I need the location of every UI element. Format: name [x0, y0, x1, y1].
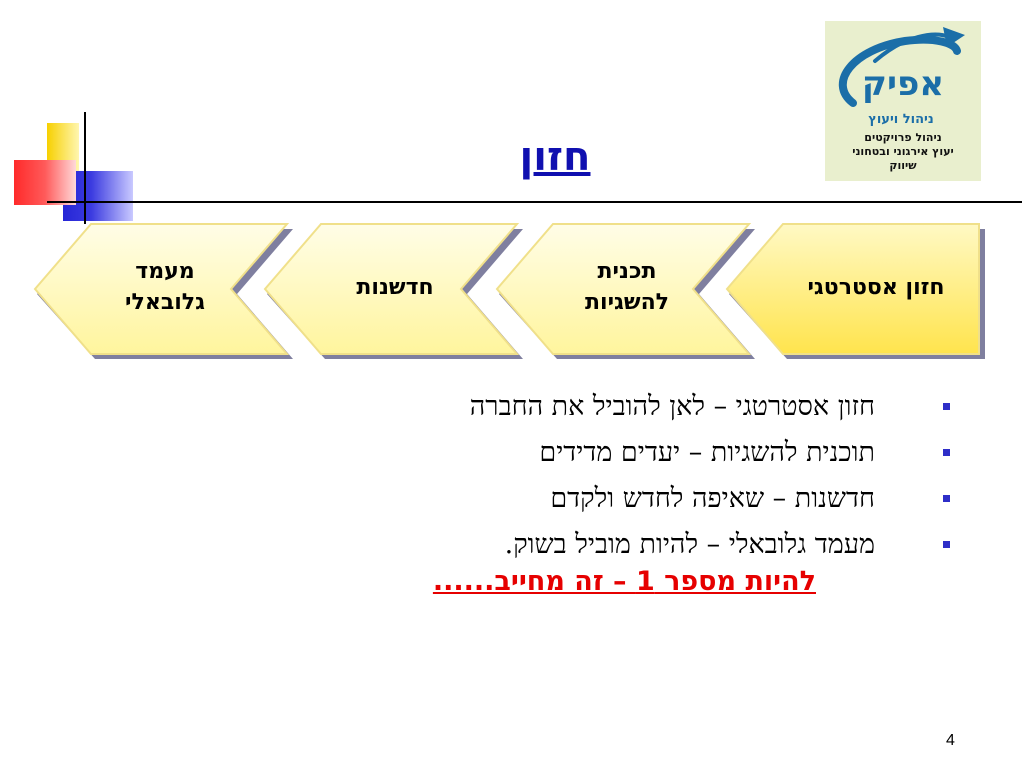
process-step-label: מעמד גלובאלי — [125, 259, 205, 315]
logo-line: ניהול פרויקטים — [864, 131, 942, 144]
decorative-vertical-line — [84, 112, 86, 224]
process-step-global-position: מעמד גלובאלי — [33, 222, 295, 362]
process-step-innovation: חדשנות — [263, 222, 525, 362]
bullet-square-icon — [943, 495, 950, 502]
bullet-text: חדשנות – שאיפה לחדש ולקדם — [550, 483, 875, 514]
process-step-label: חזון אסטרטגי — [807, 274, 945, 300]
title-underline-rule — [47, 201, 1022, 203]
logo-swoosh-icon — [838, 27, 965, 107]
bullet-square-icon — [943, 449, 950, 456]
bullet-text: מעמד גלובאלי – להיות מוביל בשוק. — [504, 529, 875, 560]
logo-name: אפיק — [861, 64, 945, 104]
process-step-label: תכנית להשגיות — [585, 259, 669, 315]
logo-line: יעוץ אירגוני ובטחוני — [852, 145, 954, 158]
process-step-achievement-plan: תכנית להשגיות — [495, 222, 757, 362]
page-number: 4 — [946, 732, 955, 749]
list-item: חזון אסטרטגי – לאן להוביל את החברה — [300, 384, 950, 430]
bullet-square-icon — [943, 541, 950, 548]
list-item: תוכנית להשגיות – יעדים מדידים — [300, 430, 950, 476]
decorative-red-square — [14, 160, 76, 205]
list-item: מעמד גלובאלי – להיות מוביל בשוק. — [300, 522, 950, 568]
bullet-list: חזון אסטרטגי – לאן להוביל את החברה תוכני… — [300, 384, 950, 568]
bullet-text: תוכנית להשגיות – יעדים מדידים — [539, 437, 875, 468]
company-logo: אפיק ניהול ויעוץ ניהול פרויקטים יעוץ איר… — [825, 21, 981, 181]
list-item: חדשנות – שאיפה לחדש ולקדם — [300, 476, 950, 522]
slide-title: חזון — [519, 134, 591, 180]
logo-line: שיווק — [889, 159, 917, 172]
bullet-text: חזון אסטרטגי – לאן להוביל את החברה — [469, 391, 875, 422]
bullet-square-icon — [943, 403, 950, 410]
tagline: להיות מספר 1 – זה מחייב...... — [432, 566, 816, 597]
logo-subtitle: ניהול ויעוץ — [868, 112, 934, 127]
process-step-label: חדשנות — [356, 274, 434, 300]
process-step-strategic-vision: חזון אסטרטגי — [725, 222, 987, 362]
